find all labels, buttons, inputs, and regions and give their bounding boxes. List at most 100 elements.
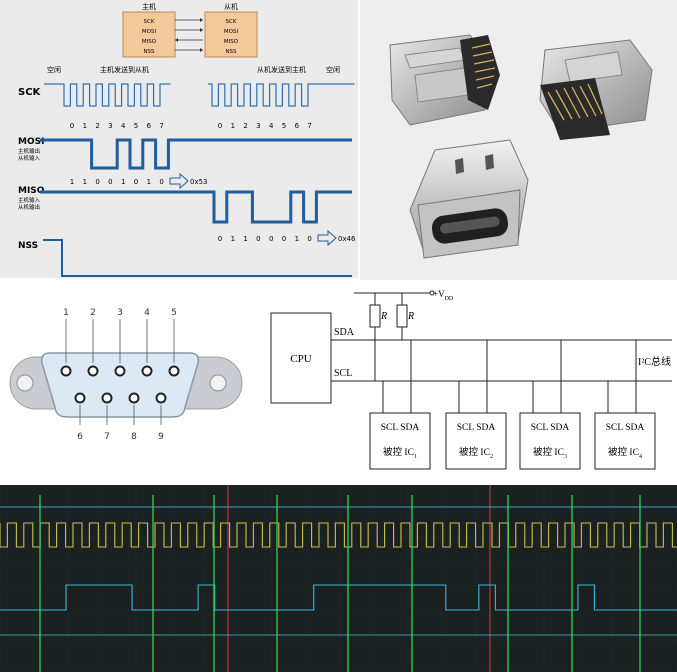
miso-result-arrow-icon	[317, 229, 337, 247]
master-signal-mosi: MOSI	[142, 29, 157, 35]
master-bit-index: 5	[134, 122, 138, 130]
db9-pin-hole-icon	[87, 365, 99, 377]
db9-pin-number: 1	[63, 308, 69, 318]
i2c-device-list: SCL SDA 被控 IC1 SCL SDA 被控 IC2 SCL SDA 被控 IC3 S…	[381, 423, 645, 460]
idle-label-left: 空闲	[47, 65, 61, 74]
i2c-device-pins: SCL SDA	[606, 423, 645, 433]
spi-timing-svg: 主机 从机 SCK SCK MOSI MOSI MISO MISO NSS NSS 空闲 主机…	[18, 2, 356, 277]
signal-arrowhead-icon	[175, 38, 178, 42]
master-signal-miso: MISO	[142, 39, 157, 45]
slave-bit-index: 0	[218, 122, 222, 130]
master-bit-index: 7	[159, 122, 163, 130]
db9-pin-number: 4	[144, 308, 150, 318]
master-bit-index: 0	[70, 122, 74, 130]
slave-signal-mosi: MOSI	[224, 29, 239, 35]
miso-sub2: 从机输出	[18, 203, 40, 211]
slave-block	[204, 11, 258, 58]
db9-pin-hole-icon	[128, 392, 140, 404]
mosi-hex-value: 0x53	[190, 178, 208, 186]
sck-waveform	[44, 83, 355, 107]
i2c-device-box	[369, 412, 431, 470]
slave-label: 从机	[224, 2, 238, 11]
i2c-bus-label: I²C总线	[638, 355, 671, 368]
miso-bit-value: 0	[282, 235, 286, 243]
db9-pin-number: 8	[131, 432, 137, 442]
master-label: 主机	[142, 2, 156, 11]
mosi-sub1: 主机输出	[18, 147, 40, 155]
resistor-label-2: R	[407, 311, 414, 322]
mosi-bit-value: 1	[147, 178, 151, 186]
master-signal-nss: NSS	[143, 49, 155, 55]
scope-clock-trace	[0, 522, 677, 548]
usb-c-connector-photo	[360, 0, 677, 280]
slave-signal-miso: MISO	[224, 39, 239, 45]
vdd-label: +VDD	[433, 289, 454, 302]
i2c-device-pins: SCL SDA	[531, 423, 570, 433]
db9-pin-hole-icon	[168, 365, 180, 377]
scope-marker-lines	[39, 495, 641, 672]
idle-label-right: 空闲	[326, 65, 340, 74]
db9-pin-hole-icon	[155, 392, 167, 404]
db9-pin-number: 9	[158, 432, 164, 442]
i2c-device-label: 被控 IC3	[533, 446, 567, 460]
i2c-device-box	[445, 412, 507, 470]
i2c-device-label: 被控 IC2	[459, 446, 493, 460]
usb-c-connector-left-icon	[389, 34, 500, 126]
slave-signal-sck: SCK	[226, 19, 237, 25]
signal-arrowhead-icon	[200, 18, 203, 22]
mosi-sub2: 从机输入	[18, 154, 41, 162]
signal-arrowhead-icon	[200, 48, 203, 52]
i2c-device-label: 被控 IC1	[383, 446, 417, 460]
sck-label: SCK	[18, 87, 42, 98]
db9-pin-number: 2	[90, 308, 96, 318]
miso-bit-value: 1	[243, 235, 247, 243]
mosi-label: MOSI	[18, 137, 44, 147]
master-bit-index: 1	[83, 122, 87, 130]
mosi-bit-value: 0	[108, 178, 112, 186]
miso-bit-value: 1	[295, 235, 299, 243]
scope-grid	[0, 485, 677, 672]
i2c-device-box	[594, 412, 656, 470]
slave-signal-nss: NSS	[225, 49, 237, 55]
mosi-bit-value: 1	[70, 178, 74, 186]
miso-bit-value: 0	[307, 235, 311, 243]
miso-bit-value: 0	[218, 235, 222, 243]
cpu-label: CPU	[290, 353, 311, 365]
db9-pin-hole-icon	[141, 365, 153, 377]
spi-timing-diagram: 主机 从机 SCK SCK MOSI MOSI MISO MISO NSS NSS 空闲 主机…	[0, 0, 358, 278]
oscilloscope-capture	[0, 485, 677, 672]
i2c-device-pins: SCL SDA	[457, 423, 496, 433]
sda-label: SDA	[334, 327, 355, 338]
scope-svg	[0, 485, 677, 672]
miso-waveform	[40, 190, 352, 224]
i2c-device-pins: SCL SDA	[381, 423, 420, 433]
db9-pin-number: 6	[77, 432, 83, 442]
signal-arrowhead-icon	[200, 28, 203, 32]
db9-pin-number: 3	[117, 308, 123, 318]
master-send-label: 主机发送到从机	[100, 65, 149, 74]
db9-pin-hole-icon	[101, 392, 113, 404]
db9-pin-hole-icon	[114, 365, 126, 377]
db9-pin-hole-icon	[60, 365, 72, 377]
master-bit-index: 4	[121, 122, 126, 130]
mosi-bit-value: 0	[95, 178, 99, 186]
miso-bit-value: 0	[256, 235, 260, 243]
nss-waveform	[43, 239, 352, 277]
db9-pin-hole-icon	[74, 392, 86, 404]
miso-label: MISO	[18, 186, 45, 196]
slave-bit-index: 4	[269, 122, 274, 130]
mosi-result-arrow-icon	[169, 172, 189, 190]
mosi-bit-value: 1	[83, 178, 87, 186]
db9-pin-number: 5	[171, 308, 177, 318]
scl-label: SCL	[334, 368, 352, 379]
mosi-bit-value: 1	[121, 178, 125, 186]
db9-screw-right-icon	[209, 374, 227, 392]
slave-bit-index: 1	[231, 122, 235, 130]
slave-bit-index: 6	[295, 122, 300, 130]
